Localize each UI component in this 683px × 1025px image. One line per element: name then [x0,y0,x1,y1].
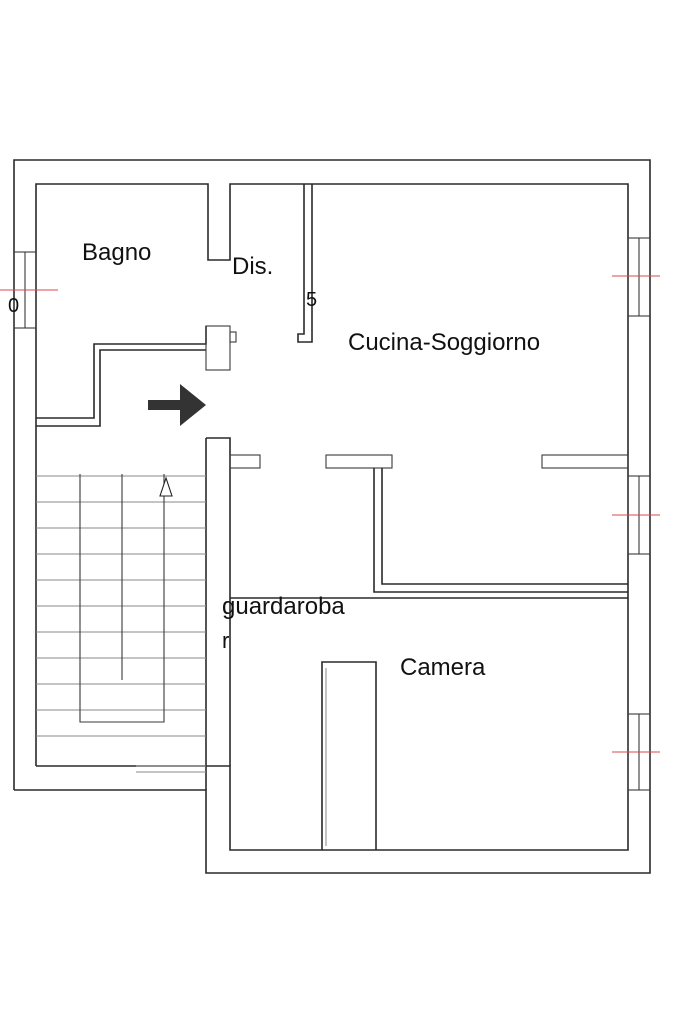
guardaroba-tail-mark: r [222,628,229,653]
right-window-bottom [612,713,660,791]
stair-steps [36,475,206,737]
room-label-guardaroba: guardaroba [222,593,345,620]
right-window-middle [612,475,660,555]
cucina-soggiorno-walls [229,454,629,593]
bagno-walls [36,325,237,427]
entry-arrow-icon [148,384,206,426]
left-window [0,251,58,329]
room-label-camera: Camera [400,654,486,681]
dis-mark: 5 [306,289,317,311]
room-label-cucina-soggiorno: Cucina-Soggiorno [348,329,540,356]
right-window-top [612,237,660,317]
staircase [36,437,231,790]
left-edge-mark: 0 [8,295,19,317]
stair-up-arrow-icon [159,476,173,497]
outer-walls [13,159,651,874]
room-label-dis: Dis. [232,253,273,280]
camera-walls [230,597,628,850]
room-label-bagno: Bagno [82,239,151,266]
dis-partition [297,184,313,343]
